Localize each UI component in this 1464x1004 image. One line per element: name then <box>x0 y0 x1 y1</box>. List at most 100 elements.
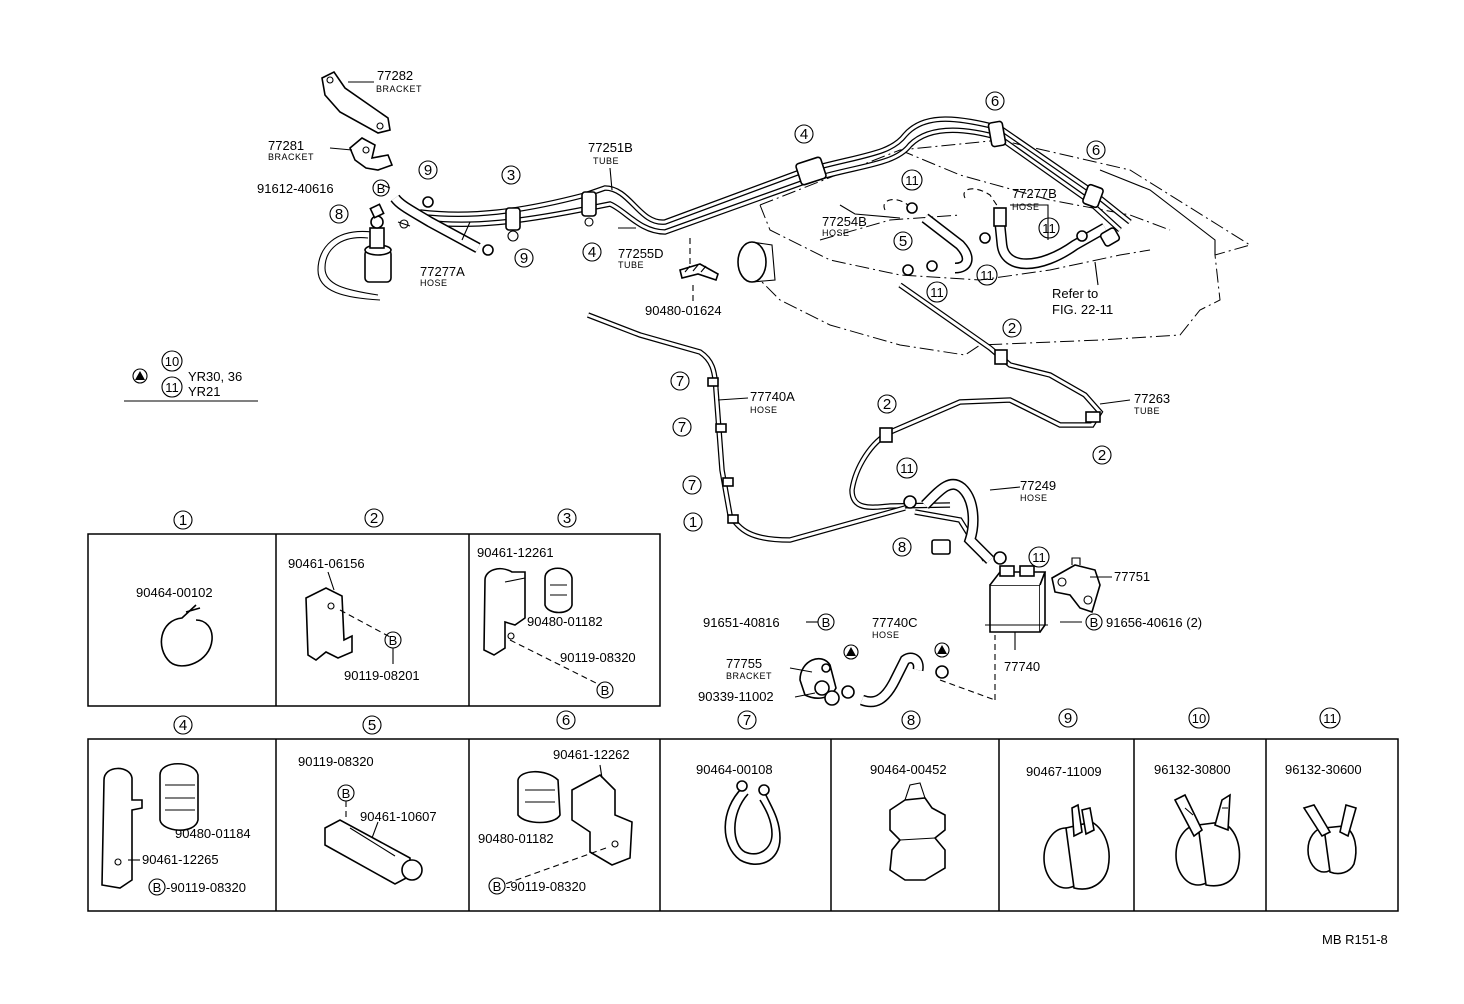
svg-text:7: 7 <box>743 712 751 729</box>
callout-11: 11 <box>901 169 923 191</box>
bracket-77282 <box>321 70 391 134</box>
part-label: 90119-08320 <box>298 754 374 769</box>
part-label: 90119-08320 <box>560 650 636 665</box>
detail-box-7: 7 90464-00108 <box>696 710 781 865</box>
part-label: 90464-00102 <box>136 585 213 600</box>
legend-11-num: 11 <box>165 380 179 395</box>
callout-8: 8 <box>892 537 912 557</box>
callouts: B B B 8 9 9 3 4 4 6 6 11 11 11 11 11 11 … <box>329 91 1112 660</box>
svg-text:6: 6 <box>1092 142 1100 159</box>
callout-9: 9 <box>514 248 534 268</box>
svg-text:B: B <box>493 879 502 894</box>
svg-text:4: 4 <box>588 244 596 261</box>
part-label: 90480-01182 <box>527 614 603 629</box>
label-77755: 77755 <box>726 656 762 671</box>
svg-text:5: 5 <box>368 717 376 734</box>
label-77277a: 77277A <box>420 264 465 279</box>
label-77277b-desc: HOSE <box>1012 202 1040 212</box>
label-77251b-desc: TUBE <box>593 156 619 166</box>
label-77263-desc: TUBE <box>1134 406 1160 416</box>
legend-10-num: 10 <box>165 354 179 369</box>
model-legend: 10 YR30, 36 11 YR21 <box>124 350 258 402</box>
callout-11: 11 <box>1028 546 1050 568</box>
label-77249-desc: HOSE <box>1020 493 1048 503</box>
callout-6: 6 <box>985 91 1005 111</box>
callout-11: 11 <box>926 281 948 303</box>
svg-text:B: B <box>389 633 398 648</box>
part-label: 90464-00108 <box>696 762 773 777</box>
svg-text:11: 11 <box>1042 221 1056 236</box>
svg-text:2: 2 <box>1098 447 1106 464</box>
label-91651: 91651-40816 <box>703 615 780 630</box>
svg-text:3: 3 <box>563 510 571 527</box>
svg-text:B: B <box>1090 615 1099 630</box>
fuel-tank-outline <box>737 139 1252 356</box>
label-91612: 91612-40616 <box>257 181 334 196</box>
label-90339: 90339-11002 <box>698 689 774 704</box>
label-refer-line1: Refer to <box>1052 286 1098 301</box>
detail-box-8: 8 90464-00452 <box>870 710 947 881</box>
charcoal-canister <box>985 565 1048 633</box>
label-77282: 77282 <box>377 68 413 83</box>
svg-text:5: 5 <box>899 233 907 250</box>
svg-text:6: 6 <box>562 712 570 729</box>
part-label: 90480-01182 <box>478 831 554 846</box>
svg-text:2: 2 <box>1008 320 1016 337</box>
drawing-reference: MB R151-8 <box>1322 932 1388 947</box>
label-77740c-desc: HOSE <box>872 630 900 640</box>
triangle-icon <box>135 371 145 380</box>
label-77281: 77281 <box>268 138 304 153</box>
detail-box-2: 2 90461-06156 90119-08201 B <box>288 508 420 683</box>
label-77254b: 77254B <box>822 214 867 229</box>
label-91656: 91656-40616 (2) <box>1106 615 1202 630</box>
detail-box-4: 4 90480-01184 90461-12265 B -90119-08320 <box>101 715 251 896</box>
bracket-77751 <box>1051 557 1101 614</box>
detail-box-3: 3 90461-12261 90480-01182 90119-08320 B <box>477 508 636 699</box>
detail-box-6: 6 90461-12262 90480-01182 B -90119-08320 <box>478 710 633 895</box>
svg-text:7: 7 <box>688 477 696 494</box>
svg-text:B: B <box>822 615 831 630</box>
svg-text:B: B <box>342 786 351 801</box>
part-label: 90461-10607 <box>360 809 437 824</box>
callout-11: 11 <box>896 457 918 479</box>
label-77740a-desc: HOSE <box>750 405 778 415</box>
label-77755-desc: BRACKET <box>726 671 772 681</box>
detail-box-10: 10 96132-30800 <box>1154 707 1241 887</box>
part-label: 90461-06156 <box>288 556 365 571</box>
vacuum-valve <box>364 203 411 283</box>
callout-5: 5 <box>893 231 913 251</box>
detail-box-11: 11 96132-30600 <box>1285 707 1362 875</box>
callout-11: 11 <box>1038 217 1060 239</box>
callout-b: B <box>1085 613 1103 631</box>
svg-text:8: 8 <box>898 539 906 556</box>
svg-text:4: 4 <box>800 126 808 143</box>
label-77740: 77740 <box>1004 659 1040 674</box>
label-77251b: 77251B <box>588 140 633 155</box>
svg-text:11: 11 <box>1323 711 1337 726</box>
part-label: 90119-08201 <box>344 668 420 683</box>
svg-text:3: 3 <box>507 167 515 184</box>
callout-9: 9 <box>418 160 438 180</box>
callout-7: 7 <box>672 417 692 437</box>
callout-4: 4 <box>794 124 814 144</box>
label-77277a-desc: HOSE <box>420 278 448 288</box>
svg-text:1: 1 <box>179 512 187 529</box>
svg-text:10: 10 <box>1192 711 1206 726</box>
callout-2: 2 <box>1002 318 1022 338</box>
svg-text:6: 6 <box>991 93 999 110</box>
callout-7: 7 <box>670 371 690 391</box>
legend-11-models: YR21 <box>188 384 221 399</box>
bracket-77281 <box>349 137 394 171</box>
svg-text:B: B <box>377 181 386 196</box>
label-77282-desc: BRACKET <box>376 84 422 94</box>
main-labels: 77282 BRACKET 77281 BRACKET 91612-40616 … <box>257 68 1202 704</box>
callout-11: 11 <box>976 264 998 286</box>
callout-2: 2 <box>877 394 897 414</box>
svg-text:9: 9 <box>1064 710 1072 727</box>
callout-2: 2 <box>1092 445 1112 465</box>
callout-6: 6 <box>1086 140 1106 160</box>
callout-b: B <box>817 613 835 631</box>
triangle-marker <box>843 644 859 660</box>
part-label: 90461-12262 <box>553 747 630 762</box>
